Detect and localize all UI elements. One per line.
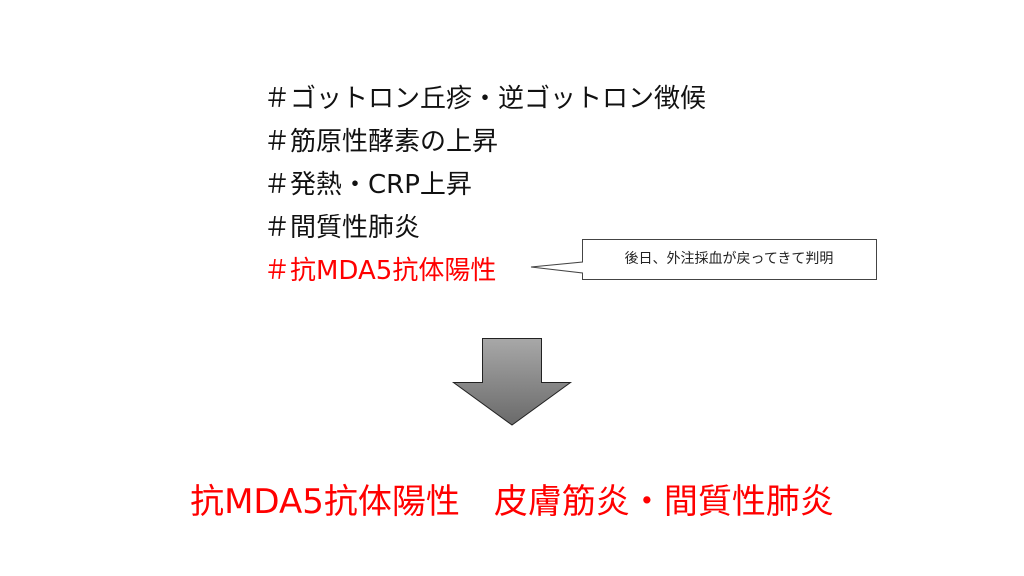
down-arrow-icon [451,338,573,426]
findings-list: ＃ゴットロン丘疹・逆ゴットロン徴候 ＃筋原性酵素の上昇 ＃発熱・CRP上昇 ＃間… [264,78,706,293]
finding-item-highlighted: ＃抗MDA5抗体陽性 [264,256,497,286]
callout-box [530,239,877,280]
callout-text: 後日、外注採血が戻ってきて判明 [624,251,834,267]
finding-item: ＃ゴットロン丘疹・逆ゴットロン徴候 [264,84,707,114]
finding-item: ＃間質性肺炎 [264,213,421,243]
finding-item: ＃発熱・CRP上昇 [264,170,472,200]
conclusion-text: 抗MDA5抗体陽性 皮膚筋炎・間質性肺炎 [190,482,834,522]
finding-item: ＃筋原性酵素の上昇 [264,127,499,157]
